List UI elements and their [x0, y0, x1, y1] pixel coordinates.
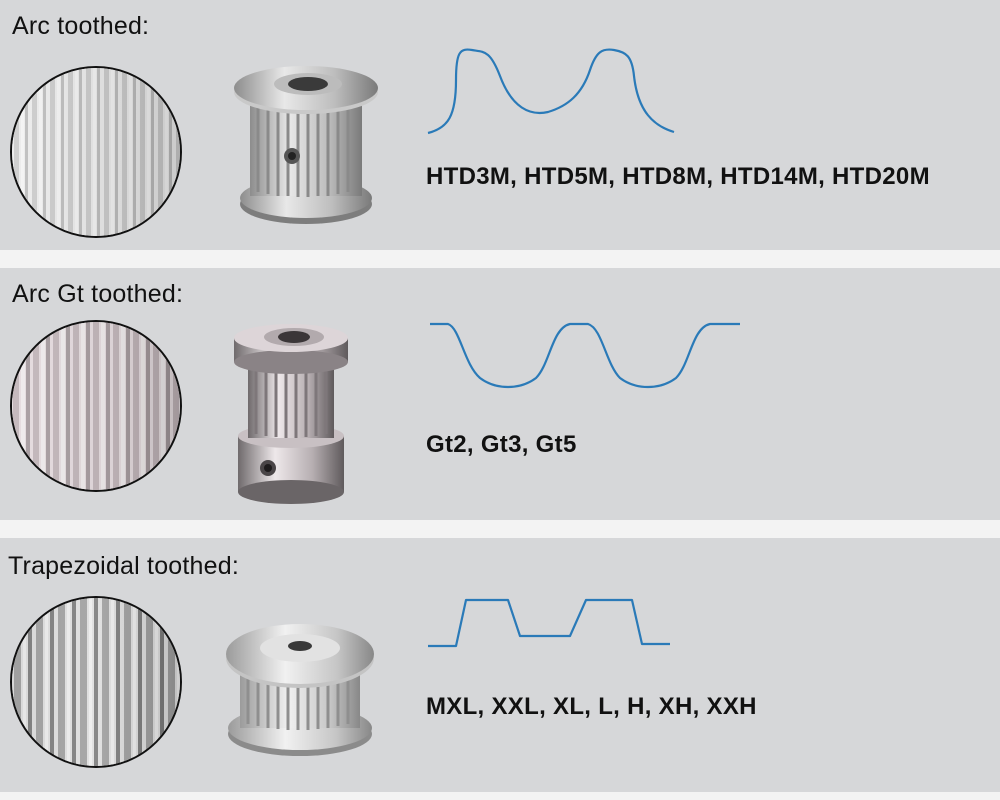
section-title: Trapezoidal toothed:: [8, 552, 240, 580]
tooth-closeup-image: [10, 320, 182, 492]
arc-tooth-profile-icon: [420, 40, 690, 145]
section-arc-toothed: Arc toothed:: [0, 0, 1000, 250]
gt-pulley-image: [228, 318, 358, 513]
pitch-codes: Gt2, Gt3, Gt5: [426, 431, 577, 458]
pitch-codes: HTD3M, HTD5M, HTD8M, HTD14M, HTD20M: [426, 163, 930, 190]
pitch-codes: MXL, XXL, XL, L, H, XH, XXH: [426, 693, 757, 720]
section-title: Arc Gt toothed:: [12, 280, 184, 308]
trapezoidal-pulley-image: [220, 616, 380, 771]
section-arc-gt-toothed: Arc Gt toothed:: [0, 268, 1000, 520]
section-trapezoidal-toothed: Trapezoidal toothed:: [0, 538, 1000, 792]
tooth-closeup-image: [10, 66, 182, 238]
section-title: Arc toothed:: [12, 12, 150, 40]
tooth-closeup-image: [10, 596, 182, 768]
gt-tooth-profile-icon: [420, 314, 750, 399]
trapezoidal-tooth-profile-icon: [420, 586, 680, 661]
htd-pulley-image: [228, 66, 383, 241]
